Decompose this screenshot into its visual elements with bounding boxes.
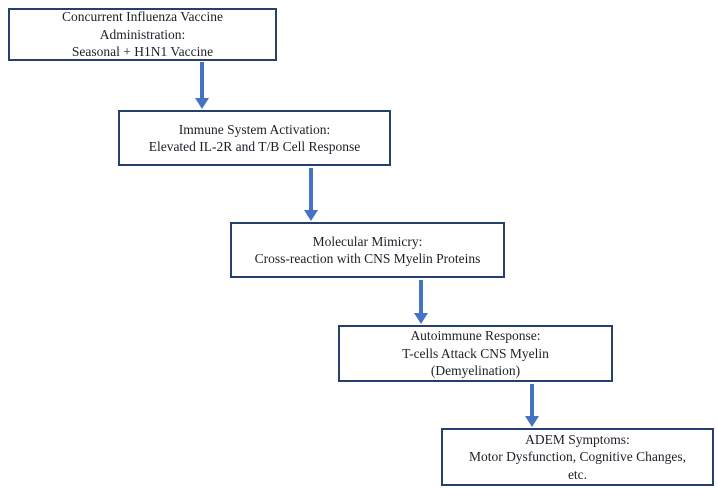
flow-arrow-down-icon (525, 384, 539, 427)
node-text-line: Immune System Activation: (178, 121, 331, 137)
node-text-line: Molecular Mimicry: (312, 233, 423, 249)
node-text-line: Cross-reaction with CNS Myelin Proteins (254, 251, 481, 266)
node-text-line: (Demyelination) (430, 363, 521, 379)
flow-node-adem-symptoms: ADEM Symptoms: Motor Dysfunction, Cognit… (441, 428, 714, 486)
node-text-line: T-cells Attack CNS Myelin (402, 345, 549, 361)
arrow-head-icon (304, 210, 318, 221)
arrow-shaft (419, 280, 423, 313)
node-text-line: Concurrent Influenza Vaccine (62, 9, 223, 25)
node-text-line: Elevated IL-2R and T/B Cell Response (148, 139, 361, 154)
node-text-line: Motor Dysfunction, Cognitive Changes, (468, 449, 687, 465)
node-text-line: Administration: (99, 26, 186, 42)
flow-node-molecular-mimicry: Molecular Mimicry: Cross-reaction with C… (230, 222, 505, 278)
flow-node-autoimmune-response: Autoimmune Response: T-cells Attack CNS … (338, 325, 613, 382)
arrow-head-icon (525, 416, 539, 427)
flow-arrow-down-icon (414, 280, 428, 324)
arrow-shaft (200, 62, 204, 98)
node-text-line: etc. (567, 466, 588, 482)
arrow-head-icon (414, 313, 428, 324)
flow-arrow-down-icon (195, 62, 209, 109)
node-text-line: Seasonal + H1N1 Vaccine (71, 44, 214, 60)
flow-node-vaccine-administration: Concurrent Influenza Vaccine Administrat… (8, 8, 277, 61)
node-text-line: ADEM Symptoms: (525, 431, 630, 447)
arrow-shaft (309, 168, 313, 210)
arrow-shaft (530, 384, 534, 416)
flow-arrow-down-icon (304, 168, 318, 221)
arrow-head-icon (195, 98, 209, 109)
flow-node-immune-activation: Immune System Activation: Elevated IL-2R… (118, 110, 391, 166)
node-text-line: Autoimmune Response: (410, 328, 541, 344)
